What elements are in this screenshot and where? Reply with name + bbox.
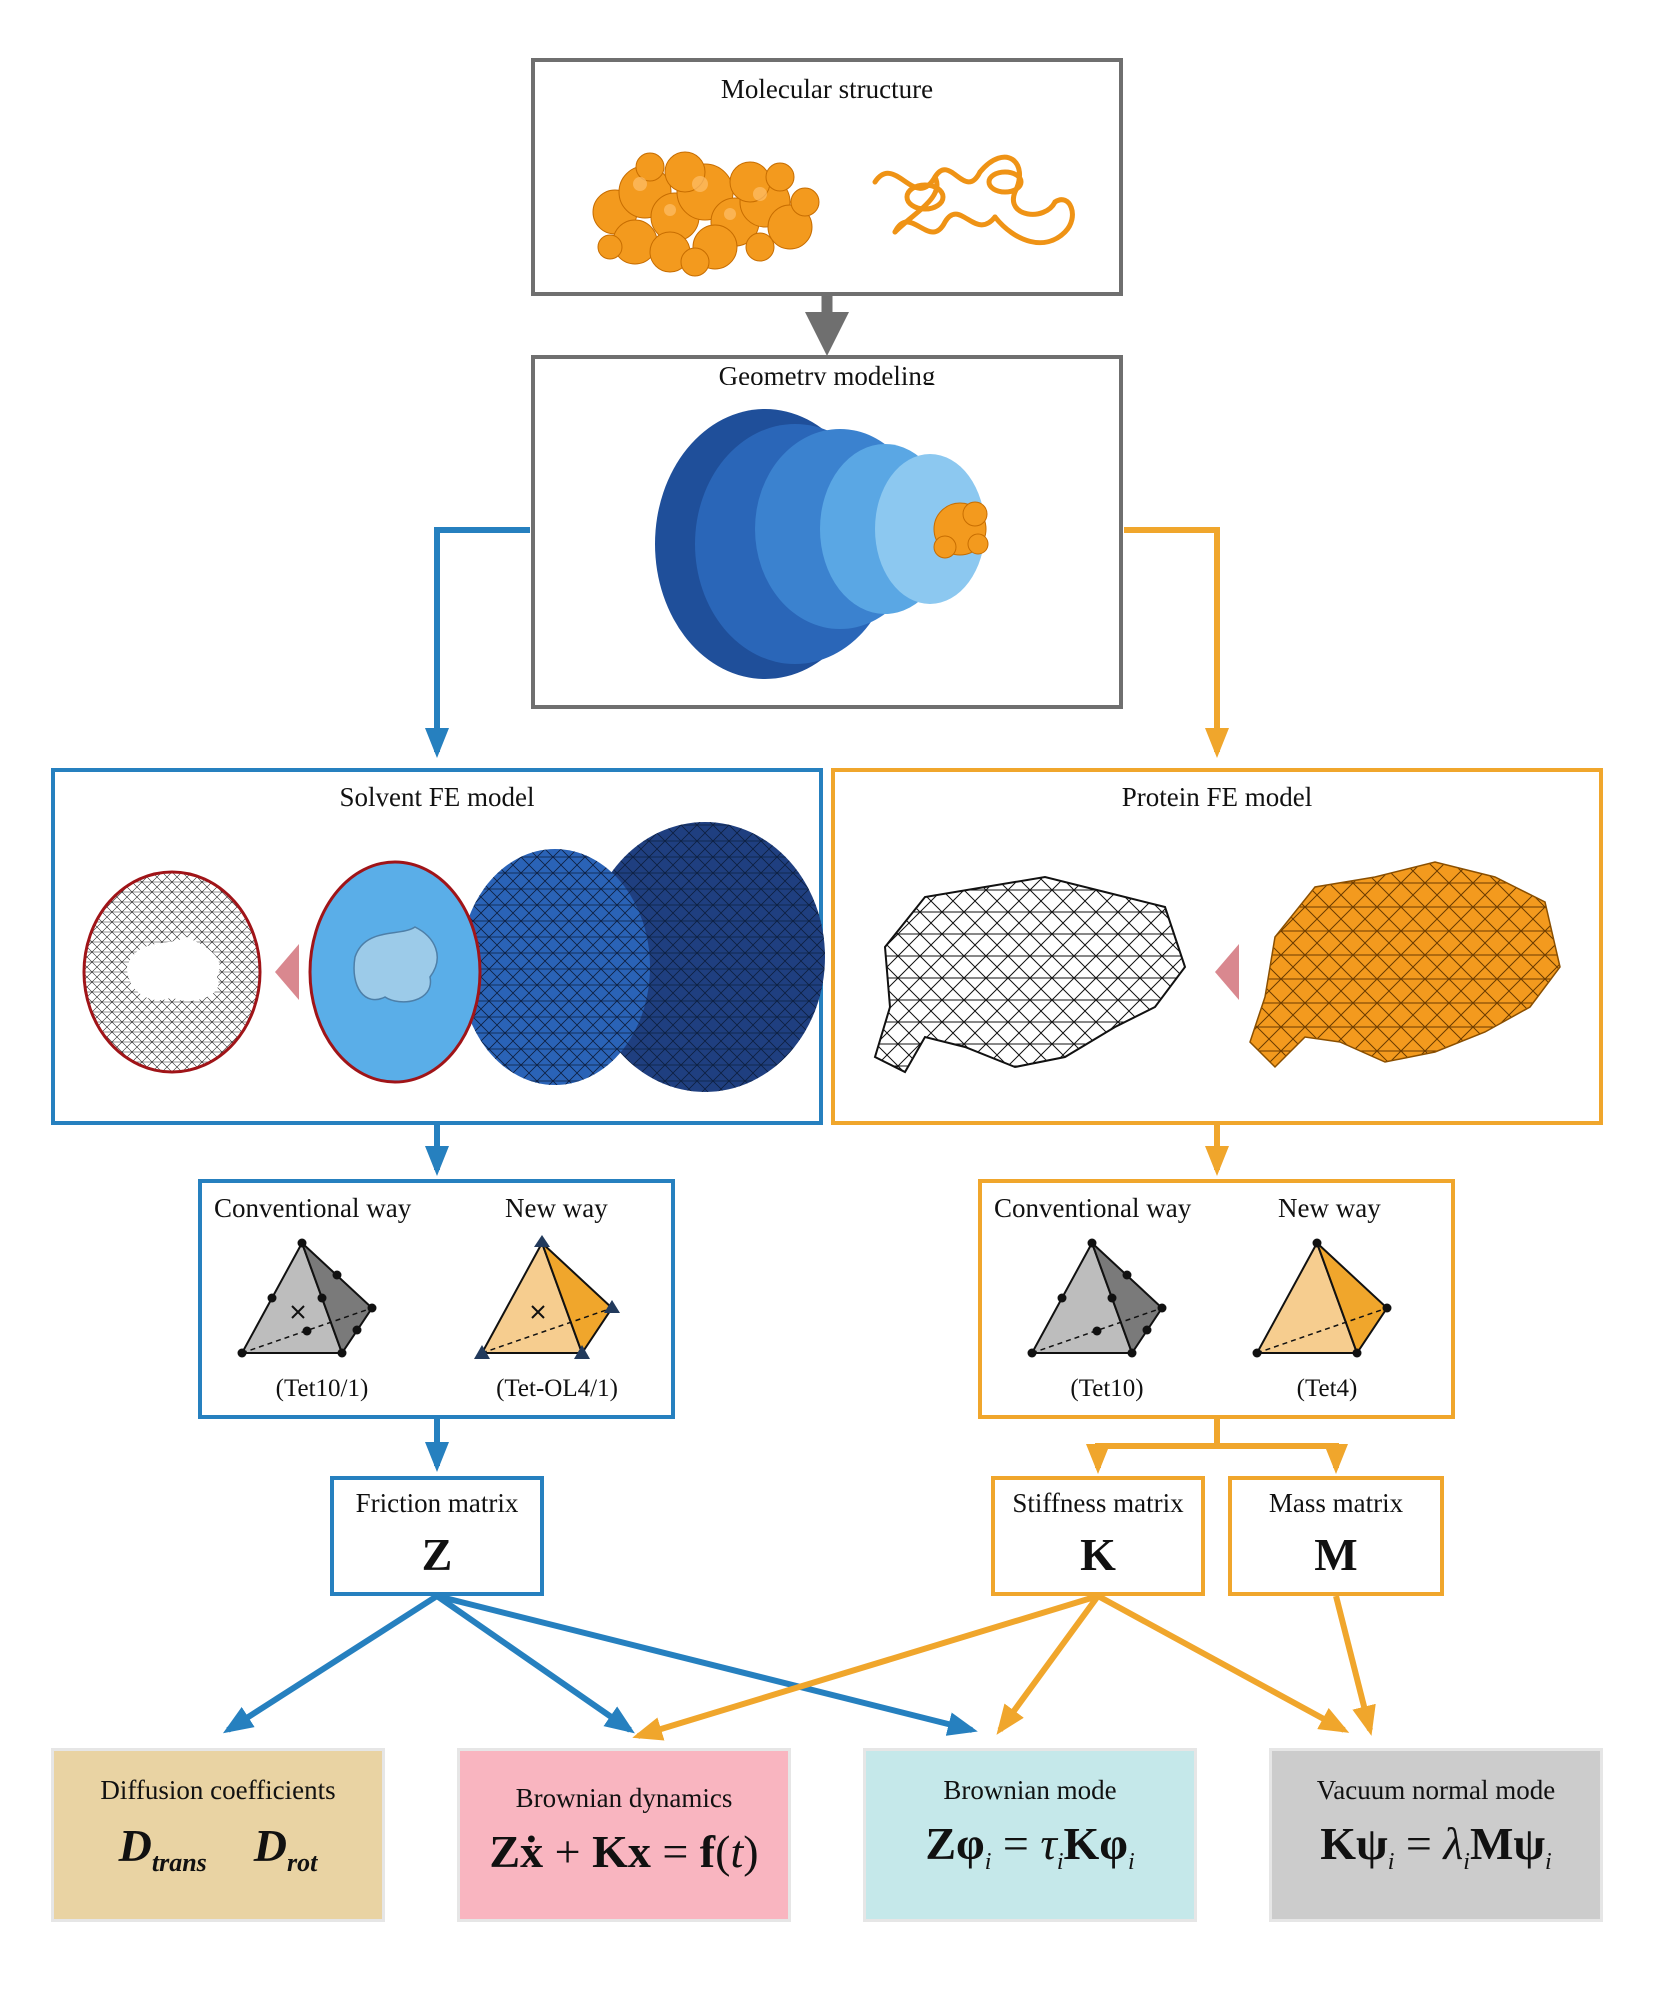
new-way-label: New way (505, 1193, 608, 1223)
arrow-k-to-vacuum-mode (1096, 1593, 1350, 1733)
brownian-mode-box: Brownian mode Zφi = τiKφi (863, 1748, 1197, 1922)
eq-z: Z (489, 1826, 521, 1877)
diffusion-coefficients-title: Diffusion coefficients (100, 1775, 336, 1805)
protein-pointer-triangle (1215, 944, 1239, 1000)
tet10-1-label: (Tet10/1) (275, 1375, 369, 1402)
protein-fe-model-box: Protein FE model (831, 768, 1603, 1125)
eq-sub-i: i (1056, 1849, 1064, 1876)
vacuum-normal-mode-equation: Kψi = λiMψi (1272, 1817, 1600, 1876)
d-rot-symbol: D (253, 1820, 288, 1871)
friction-matrix-title: Friction matrix (355, 1488, 519, 1518)
arrow-geometry-to-protein (1124, 527, 1229, 758)
solvent-element-types-box: Conventional way New way (Tet10/1) (Tet-… (198, 1179, 675, 1419)
eq-sub-i: i (1463, 1849, 1470, 1876)
solvent-pointer-triangle (275, 944, 299, 1000)
diffusion-coefficients-box: Diffusion coefficients Dtrans Drot (51, 1748, 385, 1922)
conventional-way-label: Conventional way (214, 1193, 412, 1223)
arrow-elements-to-stiffness (1086, 1419, 1220, 1474)
brownian-dynamics-title: Brownian dynamics (515, 1783, 733, 1813)
mass-matrix-box: Mass matrix M (1228, 1476, 1444, 1596)
arrow-z-to-brownian-mode (436, 1593, 978, 1736)
eq-sub-i: i (984, 1849, 992, 1876)
geometry-modeling-box: Geometry modeling (531, 355, 1123, 709)
vacuum-normal-mode-title: Vacuum normal mode (1316, 1775, 1556, 1805)
eq-open-paren: ( (715, 1826, 731, 1877)
new-way-label: New way (1278, 1193, 1381, 1223)
brownian-dynamics-box: Brownian dynamics Zẋ + Kx = f(t) (457, 1748, 791, 1922)
arrow-z-to-diffusion (222, 1593, 439, 1734)
eq-sub-i: i (1127, 1849, 1135, 1876)
molecular-structure-box: Molecular structure (531, 58, 1123, 296)
eq-lambda: λ (1443, 1818, 1464, 1869)
tet-ol4-1-element-icon (474, 1235, 620, 1359)
arrow-k-to-brownian-dynamics (632, 1593, 1099, 1741)
eq-equals: = (1394, 1818, 1444, 1869)
arrow-geometry-to-solvent (425, 527, 530, 758)
brownian-mode-equation: Zφi = τiKφi (866, 1817, 1194, 1876)
protein-fe-model-title: Protein FE model (1121, 782, 1313, 812)
tet10-1-element-icon (237, 1238, 377, 1358)
friction-matrix-box: Friction matrix Z (330, 1476, 544, 1596)
arrow-m-to-vacuum-mode (1333, 1595, 1376, 1736)
space-filling-model-image (592, 151, 820, 277)
eq-rhs: Kφ (1063, 1818, 1128, 1869)
conventional-way-label: Conventional way (994, 1193, 1192, 1223)
stiffness-matrix-title: Stiffness matrix (1012, 1488, 1184, 1518)
eq-t: t (730, 1826, 744, 1877)
brownian-dynamics-equation: Zẋ + Kx = f(t) (460, 1825, 788, 1878)
d-trans-symbol: D (118, 1820, 152, 1871)
mass-matrix-symbol: M (1314, 1529, 1358, 1580)
eq-rhs: Mψ (1469, 1818, 1546, 1869)
eq-kx: Kx (592, 1826, 651, 1877)
solvent-mesh-cross-section-image (82, 870, 262, 1074)
eq-sub-i: i (1545, 1849, 1552, 1876)
eq-equals: = (650, 1826, 700, 1877)
arrow-k-to-brownian-mode (996, 1594, 1101, 1735)
tet-ol4-1-label: (Tet-OL4/1) (496, 1375, 618, 1402)
tet10-label: (Tet10) (1070, 1375, 1144, 1402)
vacuum-normal-mode-box: Vacuum normal mode Kψi = λiMψi (1269, 1748, 1603, 1922)
eq-f: f (699, 1826, 716, 1877)
friction-matrix-symbol: Z (421, 1529, 453, 1580)
eq-equals: = (991, 1818, 1041, 1869)
eq-xdot: ẋ (520, 1826, 544, 1877)
diffusion-coefficients-symbols: Dtrans Drot (54, 1819, 382, 1878)
protein-element-types-box: Conventional way New way (Tet10) (Tet4) (978, 1179, 1455, 1419)
ribbon-model-image (872, 154, 1075, 246)
arrow-z-to-brownian-dynamics (435, 1593, 635, 1734)
brownian-mode-title: Brownian mode (943, 1775, 1117, 1805)
eq-plus: + (543, 1826, 593, 1877)
d-trans-subscript: trans (151, 1848, 207, 1878)
geometry-modeling-title: Geometry modeling (718, 361, 936, 385)
arrow-elements-to-mass (1217, 1443, 1348, 1474)
stiffness-matrix-box: Stiffness matrix K (991, 1476, 1205, 1596)
tet10-element-icon (1027, 1238, 1167, 1358)
tet4-label: (Tet4) (1296, 1375, 1358, 1402)
eq-sub-i: i (1387, 1849, 1395, 1876)
protein-solid-mesh-image (1249, 861, 1561, 1069)
solvent-fe-model-box: Solvent FE model (51, 768, 825, 1125)
eq-tau: τ (1040, 1818, 1057, 1869)
geometry-layers-image (655, 409, 989, 679)
stiffness-matrix-symbol: K (1080, 1529, 1116, 1580)
molecular-structure-title: Molecular structure (720, 74, 934, 104)
eq-lhs: Kψ (1320, 1818, 1388, 1869)
eq-lhs: Zφ (925, 1818, 985, 1869)
mass-matrix-title: Mass matrix (1268, 1488, 1404, 1518)
eq-close-paren: ) (743, 1826, 759, 1877)
solvent-fe-model-title: Solvent FE model (339, 782, 535, 812)
tet4-element-icon (1252, 1238, 1392, 1358)
protein-wireframe-mesh-image (873, 875, 1187, 1074)
solvent-layers-mesh-image (308, 822, 825, 1092)
d-rot-subscript: rot (287, 1848, 318, 1878)
